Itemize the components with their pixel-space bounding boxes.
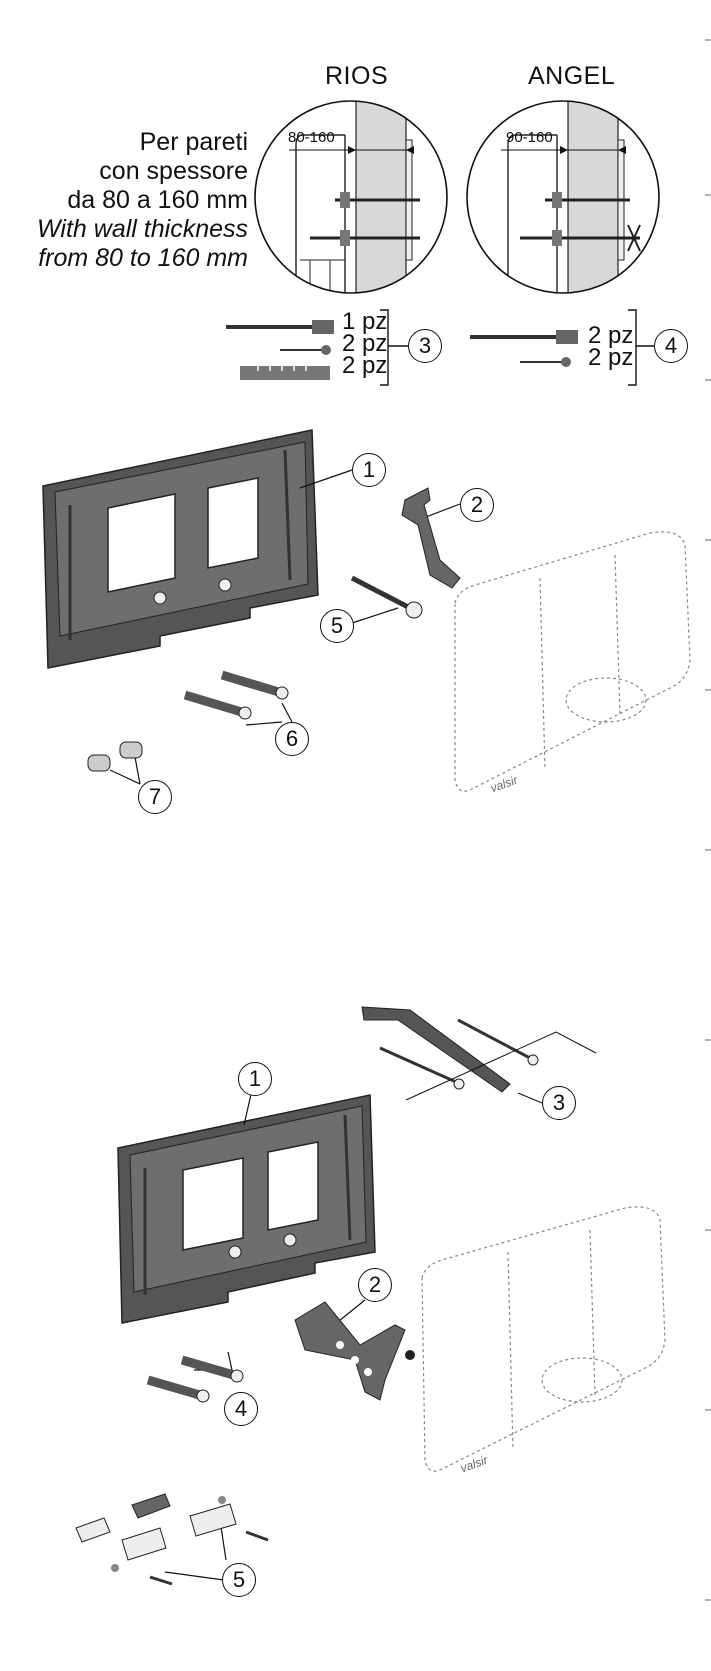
callout-bottom-3: 3 <box>542 1086 576 1120</box>
bottom-rail-part <box>361 1006 597 1104</box>
callout-bottom-4: 4 <box>224 1392 258 1426</box>
note-en-line1: With wall thickness <box>37 215 248 243</box>
angel-qty-2: 2 pz <box>588 344 634 371</box>
wall-thickness-note: Per pareti con spessore da 80 a 160 mm W… <box>20 128 248 273</box>
angel-detail-circle <box>466 100 660 294</box>
top-mounting-frame <box>42 429 319 669</box>
callout-top-7: 7 <box>138 780 172 814</box>
note-it-line1: Per pareti <box>139 128 248 156</box>
angel-kit-quantities: 2 pz 2 pz <box>588 322 634 371</box>
rios-dimension-label: 80-160 <box>288 129 335 146</box>
note-it-line3: da 80 a 160 mm <box>67 186 248 214</box>
angel-hardware-kit <box>470 309 654 386</box>
callout-bottom-2: 2 <box>358 1268 392 1302</box>
top-spacers-part <box>87 741 143 772</box>
rios-hardware-kit <box>226 309 408 386</box>
callout-top-1: 1 <box>352 453 386 487</box>
angel-dimension-label: 90-160 <box>506 129 553 146</box>
callout-bottom-5: 5 <box>222 1563 256 1597</box>
angel-title: ANGEL <box>528 62 616 90</box>
top-screw-part <box>350 575 423 619</box>
callout-bottom-1: 1 <box>238 1062 272 1096</box>
callout-top-3: 3 <box>408 329 442 363</box>
note-it-line2: con spessore <box>99 157 248 185</box>
rios-title: RIOS <box>325 62 389 90</box>
rios-qty-1: 1 pz <box>342 308 388 335</box>
callout-top-4: 4 <box>654 329 688 363</box>
trim-marks <box>705 39 711 1601</box>
angel-qty-1: 2 pz <box>588 322 634 349</box>
callout-top-2: 2 <box>460 488 494 522</box>
rios-detail-circle <box>254 100 448 294</box>
rios-qty-2: 2 pz <box>342 330 388 357</box>
callout-top-6: 6 <box>275 722 309 756</box>
top-plugs-part <box>183 670 289 720</box>
rios-qty-3: 2 pz <box>342 352 388 379</box>
rios-kit-quantities: 1 pz 2 pz 2 pz <box>342 308 388 379</box>
bottom-mounting-frame <box>117 1094 376 1324</box>
note-en-line2: from 80 to 160 mm <box>38 244 248 272</box>
bottom-bracket-part <box>294 1301 415 1401</box>
top-clip-part <box>401 487 461 589</box>
bottom-plugs-part <box>146 1355 244 1403</box>
top-flush-plate <box>454 531 691 792</box>
bottom-flush-plate <box>421 1206 666 1472</box>
callout-top-5: 5 <box>320 609 354 643</box>
bottom-brackets-kit <box>75 1493 269 1586</box>
